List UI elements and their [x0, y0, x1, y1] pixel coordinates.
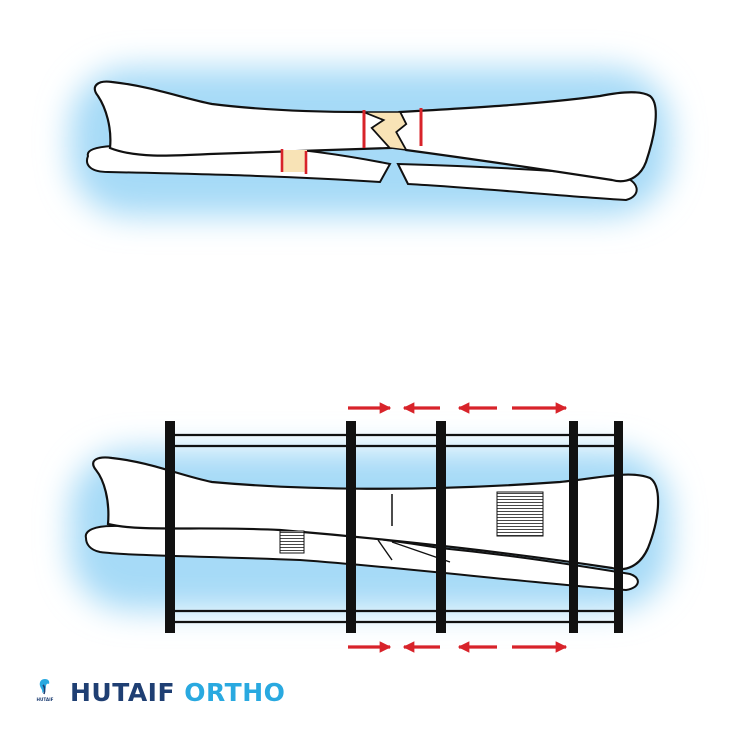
fixator-rods-top: [170, 433, 618, 448]
fixator-ring-3: [436, 421, 446, 633]
brand-name-part1: HUTAIF: [70, 677, 176, 707]
fixator-ring-1: [165, 421, 175, 633]
fixator-rings: [165, 421, 623, 633]
top-bone-diagram: [70, 68, 670, 216]
fixator-rods-bottom: [170, 609, 618, 624]
fixator-ring-2: [346, 421, 356, 633]
bottom-fixator-diagram: [70, 402, 670, 653]
fixator-ring-5: [614, 421, 623, 633]
brand-wordmark: HUTAIF ORTHO: [70, 678, 285, 707]
tibia-regenerate-zone: [496, 491, 544, 537]
logo-caption: HUTAIF: [36, 697, 53, 702]
brand-name-part2: ORTHO: [184, 677, 286, 707]
fibula-cut-zone: [281, 150, 307, 172]
tibia-fracture-zone: [363, 111, 408, 151]
brand-logo-block: HUTAIF HUTAIF ORTHO: [34, 676, 285, 708]
fibula-regenerate-zone: [279, 530, 305, 554]
tibia-distal: [394, 91, 657, 183]
hutaif-logo-icon: HUTAIF: [36, 679, 54, 702]
fixator-ring-4: [569, 421, 578, 633]
tibia-proximal: [93, 80, 393, 157]
